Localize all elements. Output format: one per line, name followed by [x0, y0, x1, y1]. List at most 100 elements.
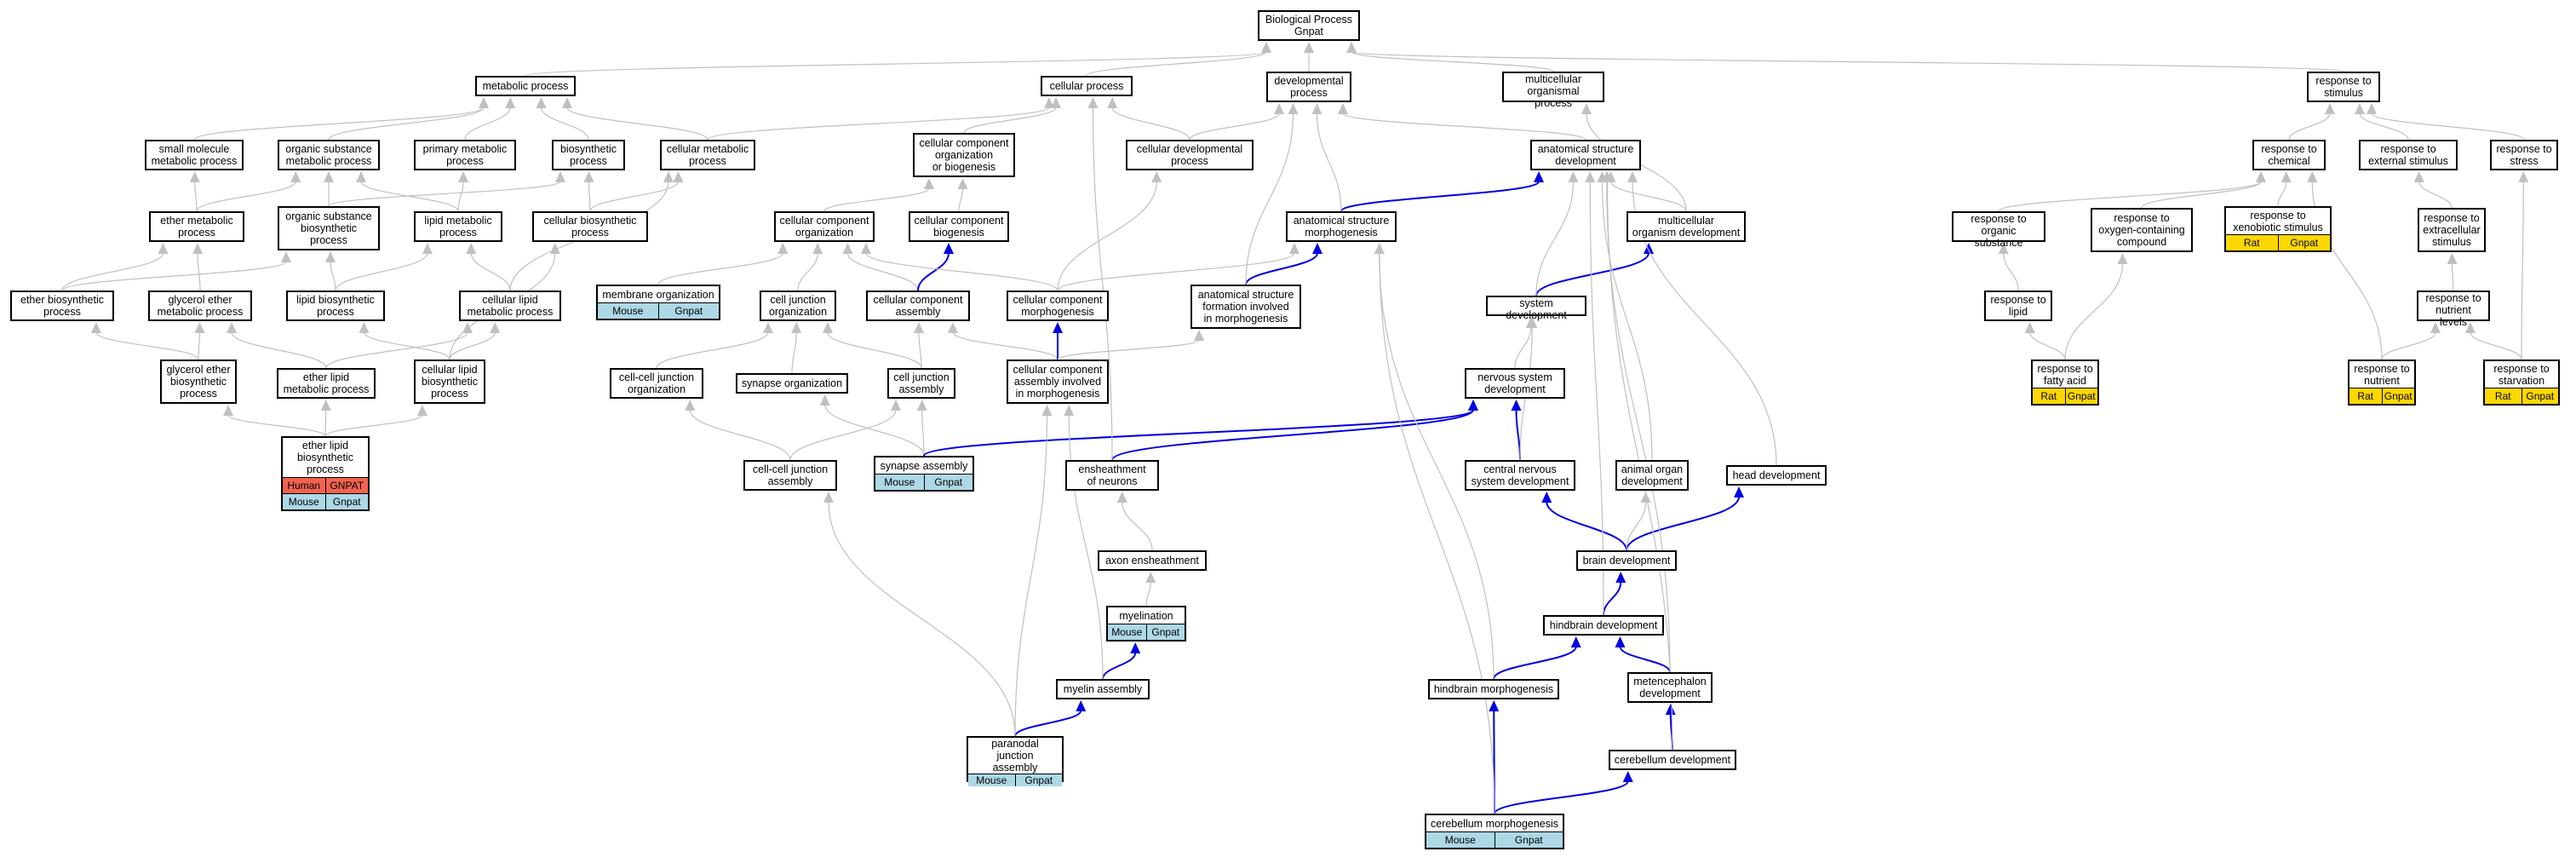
edge-resp_starvation-to-resp_nutrient_levels [2470, 331, 2522, 360]
edge-synapse_asm-to-cell_junction_asm [921, 409, 925, 457]
edge-arrowhead [2355, 103, 2365, 114]
go-term-cc-asm-morph[interactable]: cellular component assembly involved in … [1007, 360, 1109, 404]
edge-ether_metabolic-to-organic_substance [196, 181, 296, 212]
go-term-resp-nutrient-levels[interactable]: response to nutrient levels [2417, 291, 2490, 328]
go-term-response-stimulus[interactable]: response to stimulus [2307, 72, 2380, 102]
go-term-cell-junction-org[interactable]: cell junction organization [760, 291, 836, 321]
edge-arrowhead [1304, 42, 1314, 53]
go-term-cns-dev[interactable]: central nervous system development [1465, 460, 1575, 491]
go-term-label: metabolic process [482, 80, 569, 92]
go-term-cc-assembly[interactable]: cellular component assembly [866, 291, 970, 321]
go-term-root[interactable]: Biological Process Gnpat [1258, 10, 1360, 41]
go-term-cellular-dev[interactable]: cellular developmental process [1126, 140, 1254, 170]
go-term-resp-external[interactable]: response to external stimulus [2359, 140, 2458, 170]
go-term-cc-biogenesis[interactable]: cellular component biogenesis [909, 211, 1009, 242]
go-term-cerebellum-dev[interactable]: cerebellum development [1609, 750, 1736, 770]
go-term-head-dev[interactable]: head development [1726, 465, 1827, 486]
go-term-label: cell junction assembly [893, 371, 950, 395]
go-term-label: response to lipid [1990, 294, 2046, 318]
go-term-cc-junction-org[interactable]: cell-cell junction organization [610, 368, 703, 399]
annotation-gene: Gnpat [1014, 774, 1063, 786]
go-term-organic-substance[interactable]: organic substance metabolic process [278, 140, 380, 170]
go-term-resp-chemical[interactable]: response to chemical [2252, 140, 2326, 170]
go-term-resp-organic[interactable]: response to organic substance [1952, 211, 2045, 249]
edge-arrowhead [549, 243, 560, 254]
go-term-cc-junction-asm[interactable]: cell-cell junction assembly [743, 460, 837, 491]
go-term-cell-lipid-met[interactable]: cellular lipid metabolic process [459, 291, 561, 321]
edge-hindbrain_morph-to-anat_morph [1379, 252, 1495, 680]
go-term-anat-dev[interactable]: anatomical structure development [1530, 140, 1641, 170]
go-term-cell-lipid-biosyn[interactable]: cellular lipid biosynthetic process [414, 360, 485, 404]
go-term-glycerol-ether-biosyn[interactable]: glycerol ether biosynthetic process [160, 360, 237, 404]
go-term-cellular[interactable]: cellular process [1041, 76, 1133, 96]
annotation-row: Mouse Gnpat [283, 493, 368, 509]
edge-arrowhead [1570, 636, 1581, 647]
edge-myelin_asm-to-cc_asm_morph [1068, 414, 1104, 680]
go-term-system-dev[interactable]: system development [1486, 296, 1586, 321]
go-term-label: system development [1506, 297, 1567, 321]
go-term-label: response to oxygen-containing compound [2098, 212, 2185, 248]
go-term-hindbrain-dev[interactable]: hindbrain development [1543, 615, 1664, 636]
go-term-multicellular[interactable]: multicellular organismal process [1502, 72, 1604, 109]
go-term-cc-morph[interactable]: cellular component morphogenesis [1007, 291, 1109, 321]
go-term-label: cellular lipid metabolic process [467, 294, 554, 318]
go-term-resp-oxygen[interactable]: response to oxygen-containing compound [2091, 208, 2193, 252]
go-term-ccob[interactable]: cellular component organization or bioge… [913, 133, 1015, 177]
edge-arrowhead [914, 322, 924, 333]
go-term-resp-stress[interactable]: response to stress [2490, 140, 2558, 170]
go-term-lipid-biosyn[interactable]: lipid biosynthetic process [286, 291, 385, 321]
go-term-org-sub-biosyn[interactable]: organic substance biosynthetic process [278, 206, 380, 250]
annotation-gene: Gnpat [1145, 624, 1185, 640]
edge-arrowhead [2465, 322, 2476, 333]
go-term-primary-metabolic[interactable]: primary metabolic process [414, 140, 516, 170]
go-term-glycerol-ether-met[interactable]: glycerol ether metabolic process [148, 291, 252, 321]
go-term-axon-ensheath[interactable]: axon ensheathment [1098, 550, 1207, 571]
go-term-hindbrain-morph[interactable]: hindbrain morphogenesis [1428, 679, 1559, 699]
go-term-ether-metabolic[interactable]: ether metabolic process [149, 211, 244, 242]
go-term-metenceph-dev[interactable]: metencephalon development [1627, 672, 1713, 703]
go-term-label: hindbrain morphogenesis [1433, 683, 1554, 695]
go-term-label: organic substance biosynthetic process [285, 210, 372, 246]
go-term-cell-junction-asm[interactable]: cell junction assembly [887, 368, 955, 399]
go-term-myelin-asm[interactable]: myelin assembly [1056, 679, 1150, 699]
edge-arrowhead [1541, 492, 1552, 503]
go-term-lipid-metabolic[interactable]: lipid metabolic process [414, 211, 502, 242]
go-term-multi-org-dev[interactable]: multicellular organism development [1626, 211, 1746, 242]
annotation-species: Mouse [288, 496, 319, 508]
edge-arrowhead [356, 171, 366, 182]
edge-anat_formation-to-developmental [1245, 112, 1294, 285]
go-term-label: central nervous system development [1471, 463, 1569, 487]
go-term-biosynthetic[interactable]: biosynthetic process [552, 140, 625, 170]
go-term-developmental[interactable]: developmental process [1266, 72, 1351, 102]
go-term-ensheath-neurons[interactable]: ensheathment of neurons [1065, 460, 1159, 491]
go-term-resp-lipid[interactable]: response to lipid [1984, 291, 2052, 321]
go-term-cellular-metabolic[interactable]: cellular metabolic process [660, 140, 755, 170]
go-term-small-molecule[interactable]: small molecule metabolic process [145, 140, 244, 170]
go-term-synapse-org[interactable]: synapse organization [736, 373, 848, 394]
go-term-animal-organ-dev[interactable]: animal organ development [1615, 460, 1689, 491]
go-term-resp-extracellular[interactable]: response to extracellular stimulus [2418, 208, 2486, 252]
edge-arrowhead [1064, 405, 1075, 416]
go-term-anat-morph[interactable]: anatomical structure morphogenesis [1286, 211, 1397, 242]
go-term-cell-biosyn[interactable]: cellular biosynthetic process [532, 211, 648, 242]
go-term-label: multicellular organismal process [1525, 73, 1581, 109]
go-term-nervous-dev[interactable]: nervous system development [1465, 368, 1565, 399]
go-term-anat-formation[interactable]: anatomical structure formation involved … [1190, 285, 1301, 329]
go-term-brain-dev[interactable]: brain development [1576, 550, 1677, 571]
go-term-ether-lipid-met[interactable]: ether lipid metabolic process [277, 368, 376, 399]
annotation-gene: Gnpat [324, 494, 369, 509]
go-term-cc-org[interactable]: cellular component organization [774, 211, 875, 242]
go-term-ether-biosyn[interactable]: ether biosynthetic process [10, 291, 114, 321]
go-term-metabolic[interactable]: metabolic process [475, 76, 576, 96]
